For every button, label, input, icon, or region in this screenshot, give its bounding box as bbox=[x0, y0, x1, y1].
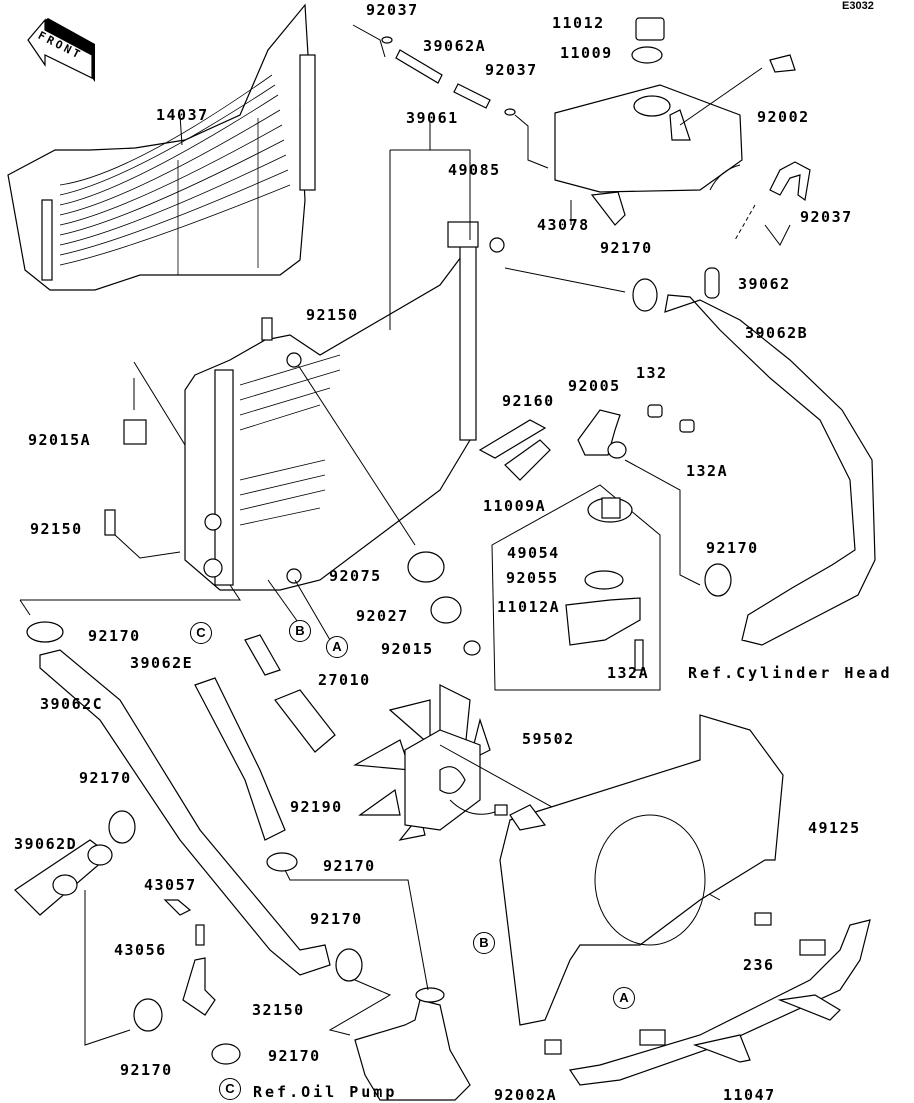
part-label[interactable]: 92002A bbox=[494, 1086, 558, 1103]
part-label[interactable]: 43057 bbox=[144, 876, 197, 894]
part-label[interactable]: 39062C bbox=[40, 695, 104, 713]
connector-marker-c: C bbox=[219, 1078, 241, 1100]
part-label[interactable]: 92190 bbox=[290, 798, 343, 816]
cooling-fan bbox=[353, 684, 508, 841]
part-label[interactable]: 92170 bbox=[79, 769, 132, 787]
connector-marker-a: A bbox=[326, 636, 348, 658]
ref-cylinder-head-label: Ref.Cylinder Head bbox=[688, 664, 893, 682]
part-label[interactable]: 92150 bbox=[306, 306, 359, 324]
connector-marker-c: C bbox=[190, 622, 212, 644]
reservoir-tank bbox=[554, 17, 796, 226]
part-label[interactable]: 132 bbox=[636, 364, 668, 382]
part-label[interactable]: 92170 bbox=[88, 627, 141, 645]
part-label[interactable]: 39062A bbox=[423, 37, 487, 55]
part-label[interactable]: 132A bbox=[686, 462, 729, 480]
part-label[interactable]: 11012 bbox=[552, 14, 605, 32]
part-label[interactable]: 43056 bbox=[114, 941, 167, 959]
hose-39062a bbox=[381, 36, 516, 116]
hose-39062b bbox=[664, 294, 876, 646]
part-label[interactable]: 49125 bbox=[808, 819, 861, 837]
connector-marker-a: A bbox=[613, 987, 635, 1009]
part-label[interactable]: 32150 bbox=[252, 1001, 305, 1019]
hose-clamp-icon bbox=[26, 278, 732, 1065]
part-label[interactable]: 92170 bbox=[268, 1047, 321, 1065]
part-label[interactable]: 92170 bbox=[323, 857, 376, 875]
part-label[interactable]: 14037 bbox=[156, 106, 209, 124]
part-label[interactable]: 39062B bbox=[745, 324, 809, 342]
part-label[interactable]: 92055 bbox=[506, 569, 559, 587]
part-label[interactable]: 39061 bbox=[406, 109, 459, 127]
part-label[interactable]: 11009A bbox=[483, 497, 547, 515]
ref-oil-pump-label: Ref.Oil Pump bbox=[253, 1083, 398, 1101]
part-label[interactable]: 39062E bbox=[130, 654, 194, 672]
part-label[interactable]: 92015A bbox=[28, 431, 92, 449]
part-label[interactable]: 39062 bbox=[738, 275, 791, 293]
part-label[interactable]: 11012A bbox=[497, 598, 561, 616]
diagram-code: E3032 bbox=[842, 0, 874, 12]
part-label[interactable]: 92075 bbox=[329, 567, 382, 585]
part-label[interactable]: 92160 bbox=[502, 392, 555, 410]
radiator-shroud bbox=[7, 3, 316, 291]
part-label[interactable]: 39062D bbox=[14, 835, 78, 853]
part-label[interactable]: 92170 bbox=[706, 539, 759, 557]
part-label[interactable]: 92037 bbox=[366, 1, 419, 19]
part-label[interactable]: 49085 bbox=[448, 161, 501, 179]
part-label[interactable]: 92170 bbox=[120, 1061, 173, 1079]
connector-marker-b: B bbox=[289, 620, 311, 642]
part-label[interactable]: 11009 bbox=[560, 44, 613, 62]
part-label[interactable]: 59502 bbox=[522, 730, 575, 748]
part-label[interactable]: 132A bbox=[607, 664, 650, 682]
part-label[interactable]: 11047 bbox=[723, 1086, 776, 1103]
part-label[interactable]: 92170 bbox=[310, 910, 363, 928]
part-label[interactable]: 27010 bbox=[318, 671, 371, 689]
front-arrow-icon bbox=[27, 18, 95, 82]
connector-marker-b: B bbox=[473, 932, 495, 954]
part-label[interactable]: 92150 bbox=[30, 520, 83, 538]
part-label[interactable]: 92002 bbox=[757, 108, 810, 126]
part-label[interactable]: 49054 bbox=[507, 544, 560, 562]
fan-shroud bbox=[499, 714, 784, 1026]
radiator bbox=[184, 221, 505, 591]
part-label[interactable]: 92005 bbox=[568, 377, 621, 395]
part-label[interactable]: 92015 bbox=[381, 640, 434, 658]
water-pump bbox=[354, 999, 471, 1101]
part-label[interactable]: 236 bbox=[743, 956, 775, 974]
part-label[interactable]: 92170 bbox=[600, 239, 653, 257]
part-label[interactable]: 92027 bbox=[356, 607, 409, 625]
bolt-icon bbox=[104, 317, 772, 1055]
part-label[interactable]: 92037 bbox=[800, 208, 853, 226]
part-label[interactable]: 43078 bbox=[537, 216, 590, 234]
part-label[interactable]: 92037 bbox=[485, 61, 538, 79]
